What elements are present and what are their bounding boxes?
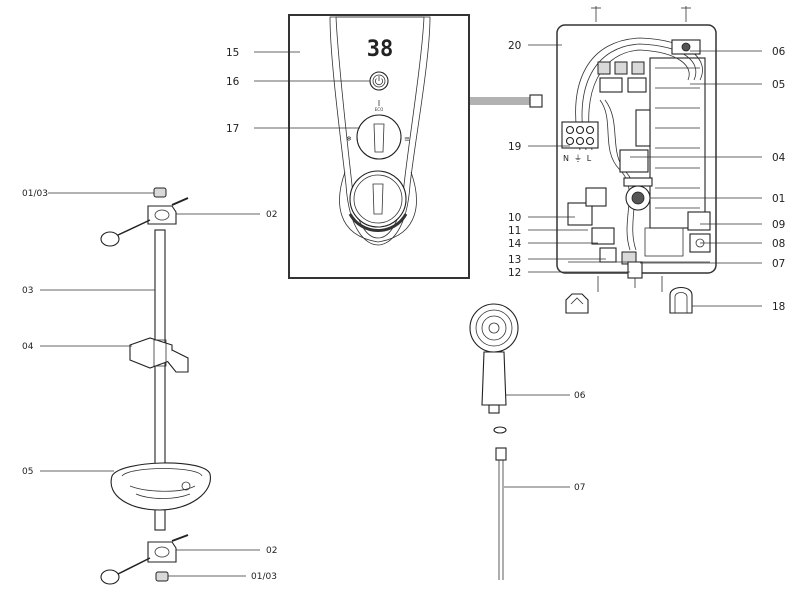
- pipe-clip: [687, 211, 711, 231]
- riser-rail-kit: [100, 187, 211, 585]
- heater-pipes: [575, 37, 703, 151]
- ribbon-cable: [469, 94, 543, 108]
- temperature-knob[interactable]: [348, 170, 408, 232]
- label-heater-seal: 08: [772, 238, 785, 250]
- front-cover-assembly: 38 ECO ❄ ≡: [288, 14, 543, 279]
- heater-tank: [649, 57, 706, 229]
- bottom-bracket: [100, 534, 189, 585]
- rail-tube: [154, 229, 166, 531]
- power-button[interactable]: [369, 71, 389, 91]
- handset-kit: [469, 303, 519, 580]
- pressure-relief-device: [567, 187, 607, 226]
- label-cable-clamp: 18: [772, 301, 785, 313]
- temperature-display: 38: [367, 37, 394, 62]
- power-icon: [375, 78, 383, 86]
- flow-valve: [623, 177, 653, 211]
- label-backplate: 20: [508, 40, 521, 52]
- bottom-screws: [597, 276, 663, 292]
- label-handset: 06: [574, 391, 586, 401]
- label-solenoid: 13: [508, 254, 521, 266]
- soap-dish: [110, 462, 211, 511]
- label-flow-valve: 01: [772, 193, 785, 205]
- power-selector-knob[interactable]: ECO ❄ ≡: [346, 100, 410, 160]
- label-power-selector-knob: 17: [226, 123, 239, 135]
- cable-clamp: [669, 286, 693, 314]
- label-soap-dish: 05: [22, 467, 33, 477]
- outlet-elbow: [627, 261, 643, 288]
- label-pressure-relief: 10: [508, 212, 521, 224]
- label-outlet-elbow: 12: [508, 267, 521, 279]
- top-screws: [591, 6, 691, 22]
- faceplate-inner-outline: [335, 16, 425, 239]
- hose-washer: [493, 426, 507, 434]
- label-top-cap: 01/03: [22, 189, 48, 199]
- label-thermal-cutout: 14: [508, 238, 522, 250]
- cold-mark: ❄: [346, 135, 352, 143]
- label-front-cover: 15: [226, 47, 239, 59]
- label-top-bracket: 02: [266, 210, 277, 220]
- shower-handset: [469, 303, 519, 414]
- label-terminal-block: 19: [508, 141, 521, 153]
- terminal-earth-mark: ⏚: [574, 154, 582, 163]
- label-handset-holder: 04: [22, 342, 34, 352]
- leader-lines: [40, 44, 762, 577]
- power-level-mark: ≡: [404, 135, 410, 143]
- shower-hose: [495, 447, 507, 580]
- terminal-block: N ⏚ L: [561, 121, 599, 163]
- thermal-cutout: [591, 227, 615, 245]
- label-hose: 07: [574, 483, 585, 493]
- pcb-and-wiring: [599, 99, 651, 251]
- label-pcb: 04: [772, 152, 786, 164]
- label-heater-tank: 05: [772, 79, 785, 91]
- solenoid: [599, 247, 637, 265]
- callout-labels: 15 16 17 20 19 10 11 14 13 12 06 05 04 0…: [22, 40, 786, 582]
- eco-mark: ECO: [375, 107, 383, 112]
- top-bracket: [100, 197, 189, 247]
- label-rail-tube: 03: [22, 286, 33, 296]
- faceplate-outline: [329, 16, 431, 246]
- cable-clamp-left: [565, 293, 589, 314]
- label-microswitch: 11: [508, 225, 521, 237]
- label-pipe-clip: 09: [772, 219, 785, 231]
- label-outlet-pipe: 07: [772, 258, 785, 270]
- temperature-scale-arc: [348, 213, 408, 232]
- label-bottom-bracket: 02: [266, 546, 277, 556]
- top-connectors: [597, 61, 647, 93]
- top-cap: [153, 187, 167, 198]
- terminal-live-mark: L: [587, 154, 592, 163]
- lower-frame: [568, 227, 710, 263]
- handset-holder: [129, 337, 189, 373]
- faceplate-lower-lobe: [339, 171, 417, 243]
- terminal-neutral-mark: N: [563, 154, 569, 163]
- inlet-connector: [671, 39, 701, 55]
- backplate-assembly: N ⏚ L: [556, 6, 717, 292]
- label-bottom-cap: 01/03: [251, 572, 277, 582]
- bottom-cap: [155, 571, 169, 582]
- label-inlet-connector: 06: [772, 46, 786, 58]
- label-power-button: 16: [226, 76, 240, 88]
